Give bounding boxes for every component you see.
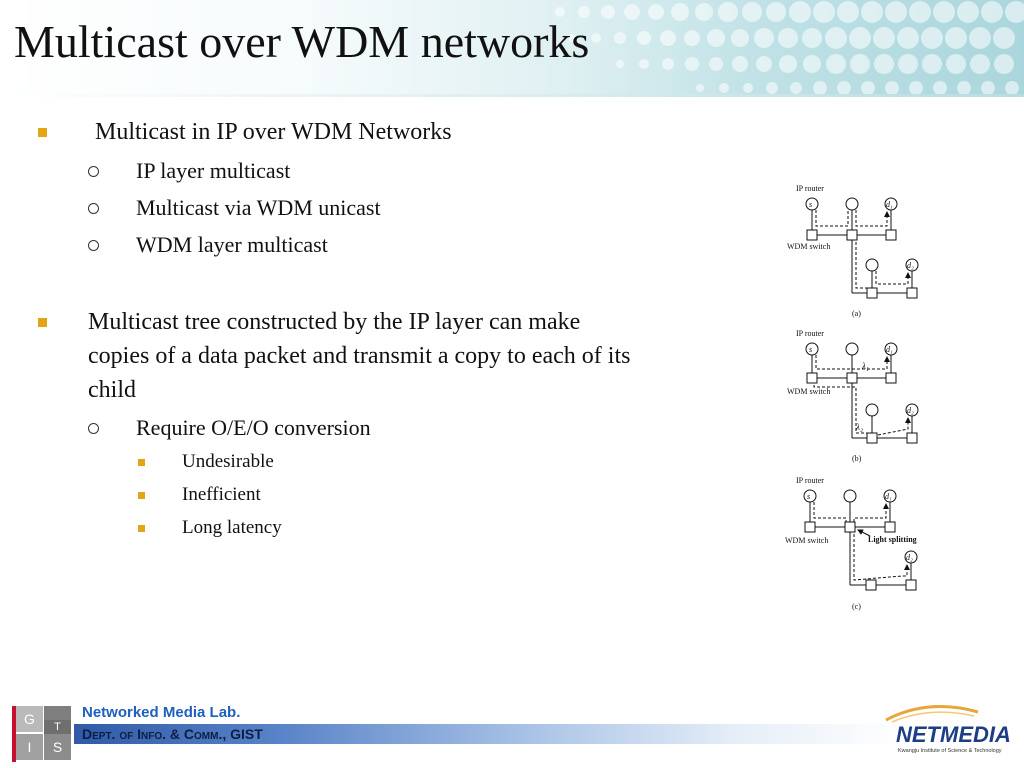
node-d1: d₁ [886,200,893,209]
caption-b: (b) [852,454,862,463]
switch-1 [806,229,818,241]
caption-a: (a) [852,309,861,318]
sub-bullet-wdm-unicast: Multicast via WDM unicast [88,193,381,223]
sub-bullet-oeo-conversion: Require O/E/O conversion [88,413,371,443]
node-d1: d₁ [886,345,893,354]
gist-letter-i: I [16,734,43,760]
node-s: s [807,492,810,501]
caption-c: (c) [852,602,861,611]
square-bullet-icon [38,128,47,137]
gist-letter-s: S [44,734,71,760]
bullet-line: child [88,377,136,403]
bullet-text: Multicast in IP over WDM Networks [95,119,452,145]
router-mid [845,197,859,211]
department-name: Dept. of Info. & Comm., GIST [82,726,263,742]
circle-bullet-icon [88,240,99,251]
slide-title: Multicast over WDM networks [14,16,590,67]
node-d1: d₁ [885,492,892,501]
wdm-switch-label: WDM switch [785,536,828,545]
ip-router-label: IP router [796,329,824,338]
bullet-paragraph: Multicast tree constructed by the IP lay… [88,305,630,407]
lambda1-label: λ₁ [861,361,869,371]
circle-bullet-icon [88,166,99,177]
item-undesirable: Undesirable [138,449,274,475]
node-s: s [809,345,812,354]
sub-bullet-text: Multicast via WDM unicast [136,195,381,220]
lab-name: Networked Media Lab. [82,704,241,721]
bullet-multicast-tree: Multicast tree constructed by the IP lay… [38,305,630,407]
switch-3 [885,229,897,241]
node-d2: d₂ [907,406,914,415]
ip-router-label: IP router [796,476,824,485]
wdm-switch-label: WDM switch [787,387,830,396]
node-d2: d₂ [906,553,913,562]
square-bullet-icon [138,492,145,499]
sub-bullet-text: IP layer multicast [136,158,291,183]
bullet-multicast-ip-wdm: Multicast in IP over WDM Networks [38,115,452,149]
netmedia-subtitle: Kwangju Institute of Science & Technolog… [898,748,1002,754]
sub-bullet-wdm-layer-multicast: WDM layer multicast [88,230,328,260]
wdm-switch-label: WDM switch [787,242,830,251]
sub-bullet-text: WDM layer multicast [136,232,328,257]
netmedia-logo: NETMEDIA Kwangju Institute of Science & … [885,705,1011,754]
node-s: s [809,200,812,209]
sub-bullet-text: Require O/E/O conversion [136,415,371,440]
gist-logo-accent [12,706,16,762]
ip-router-label: IP router [796,184,824,193]
square-bullet-icon [38,318,47,327]
title-divider [0,94,1024,97]
circle-bullet-icon [88,423,99,434]
item-text: Long latency [182,517,282,538]
diagram-a: IP router WDM switch s d₁ d₂ (a) [787,184,919,318]
diagram-b: IP router WDM switch s d₁ d₂ λ₁ λ₂ (b) [787,329,919,463]
switch-5 [906,287,918,299]
square-bullet-icon [138,459,145,466]
square-bullet-icon [138,525,145,532]
node-d2: d₂ [907,261,914,270]
gist-letter-g: G [16,706,43,732]
diagram-c: IP router WDM switch s d₁ d₂ Light split… [785,476,918,611]
lambda2-label: λ₂ [855,422,863,432]
item-text: Inefficient [182,484,261,505]
banner-dot-pattern [555,1,1024,94]
footer-bar [74,724,904,744]
bullet-line: copies of a data packet and transmit a c… [88,343,631,369]
sub-bullet-ip-layer-multicast: IP layer multicast [88,156,290,186]
switch-2 [846,229,858,241]
item-inefficient: Inefficient [138,482,261,508]
item-text: Undesirable [182,451,274,472]
title-banner: Multicast over WDM networks [0,0,1024,94]
bullet-line: Multicast tree constructed by the IP lay… [88,309,581,335]
circle-bullet-icon [88,203,99,214]
gist-letter-t: T [44,720,71,734]
light-splitting-label: Light splitting [868,535,917,544]
item-long-latency: Long latency [138,515,282,541]
switch-4 [866,287,878,299]
netmedia-wordmark: NETMEDIA [896,722,1011,747]
router-lower [865,258,879,272]
